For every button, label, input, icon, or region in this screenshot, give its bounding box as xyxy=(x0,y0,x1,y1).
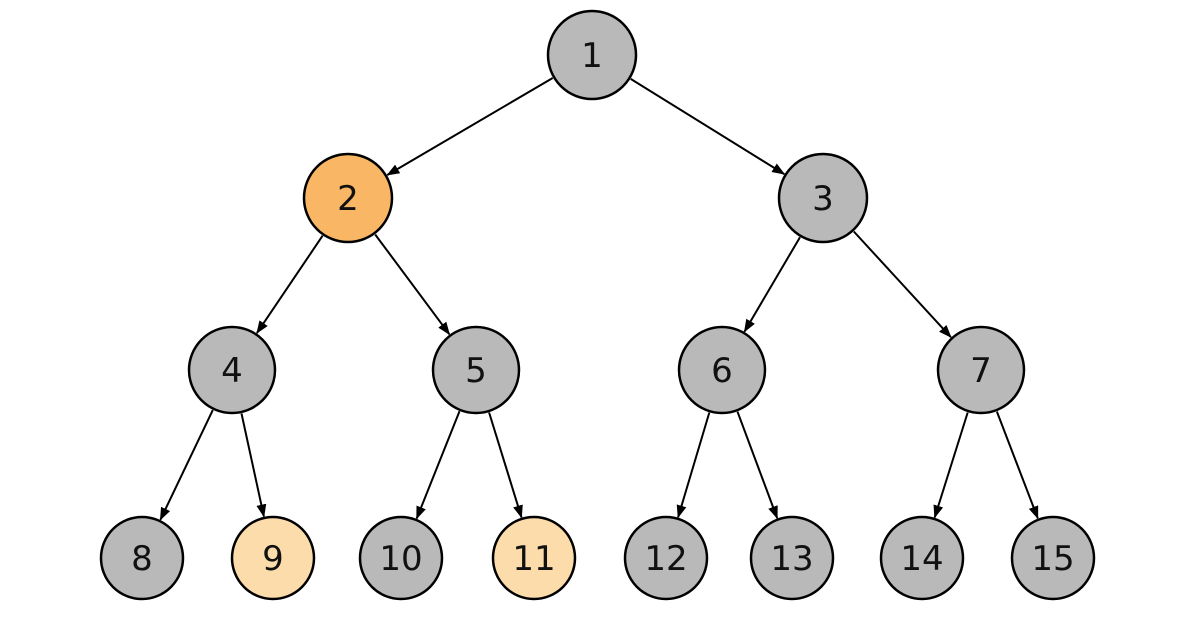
node-circle-6 xyxy=(677,325,767,415)
tree-node-5: 5 xyxy=(431,325,521,415)
node-circle-3 xyxy=(777,152,869,244)
tree-node-11: 11 xyxy=(491,515,577,601)
tree-node-4: 4 xyxy=(187,325,277,415)
node-circle-4 xyxy=(187,325,277,415)
tree-edge-6-13 xyxy=(736,411,779,520)
tree-node-14: 14 xyxy=(879,515,965,601)
node-circle-12 xyxy=(623,515,709,601)
tree-node-9: 9 xyxy=(230,515,316,601)
tree-edge-1-3 xyxy=(630,78,786,175)
tree-node-3: 3 xyxy=(777,152,869,244)
tree-edge-5-11 xyxy=(488,412,523,519)
tree-node-6: 6 xyxy=(677,325,767,415)
node-circle-11 xyxy=(491,515,577,601)
tree-node-8: 8 xyxy=(99,515,185,601)
node-circle-1 xyxy=(546,9,638,101)
node-circle-13 xyxy=(749,515,835,601)
tree-edge-4-8 xyxy=(159,409,214,521)
tree-edge-1-2 xyxy=(386,77,554,176)
tree-edge-3-6 xyxy=(743,236,801,333)
tree-node-13: 13 xyxy=(749,515,835,601)
tree-node-1: 1 xyxy=(546,9,638,101)
node-circle-15 xyxy=(1010,515,1096,601)
tree-node-2: 2 xyxy=(302,152,394,244)
tree-node-15: 15 xyxy=(1010,515,1096,601)
tree-edge-4-9 xyxy=(240,413,267,518)
tree-edge-6-12 xyxy=(676,412,711,519)
edges-layer xyxy=(159,77,1039,521)
node-circle-10 xyxy=(358,515,444,601)
tree-edge-3-7 xyxy=(853,230,952,338)
node-circle-5 xyxy=(431,325,521,415)
tree-edge-7-14 xyxy=(933,412,969,519)
tree-edge-7-15 xyxy=(995,411,1039,520)
node-circle-2 xyxy=(302,152,394,244)
tree-edge-5-10 xyxy=(415,410,461,520)
node-circle-7 xyxy=(936,325,1026,415)
tree-node-10: 10 xyxy=(358,515,444,601)
tree-node-7: 7 xyxy=(936,325,1026,415)
node-circle-9 xyxy=(230,515,316,601)
tree-edge-2-5 xyxy=(374,233,451,336)
node-circle-14 xyxy=(879,515,965,601)
node-circle-8 xyxy=(99,515,185,601)
tree-node-12: 12 xyxy=(623,515,709,601)
tree-edge-2-4 xyxy=(256,235,324,334)
